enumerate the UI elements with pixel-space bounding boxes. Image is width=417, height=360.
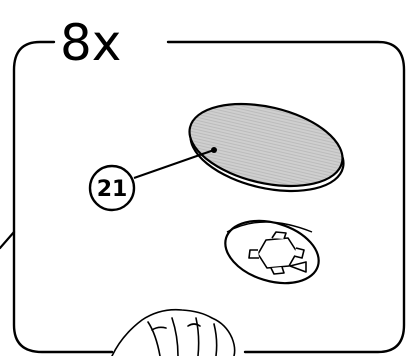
part-callout-number: 21	[97, 177, 128, 202]
mounting-clip	[248, 231, 307, 275]
part-callout: 21	[88, 164, 136, 212]
step-frame	[12, 40, 406, 354]
quantity-label: 8x	[60, 14, 121, 72]
callout-leader	[133, 149, 215, 179]
hand-illustration	[111, 308, 236, 357]
frame-pointer	[0, 230, 16, 250]
callout-leader-dot	[211, 147, 217, 153]
adhesive-pad	[188, 102, 345, 193]
